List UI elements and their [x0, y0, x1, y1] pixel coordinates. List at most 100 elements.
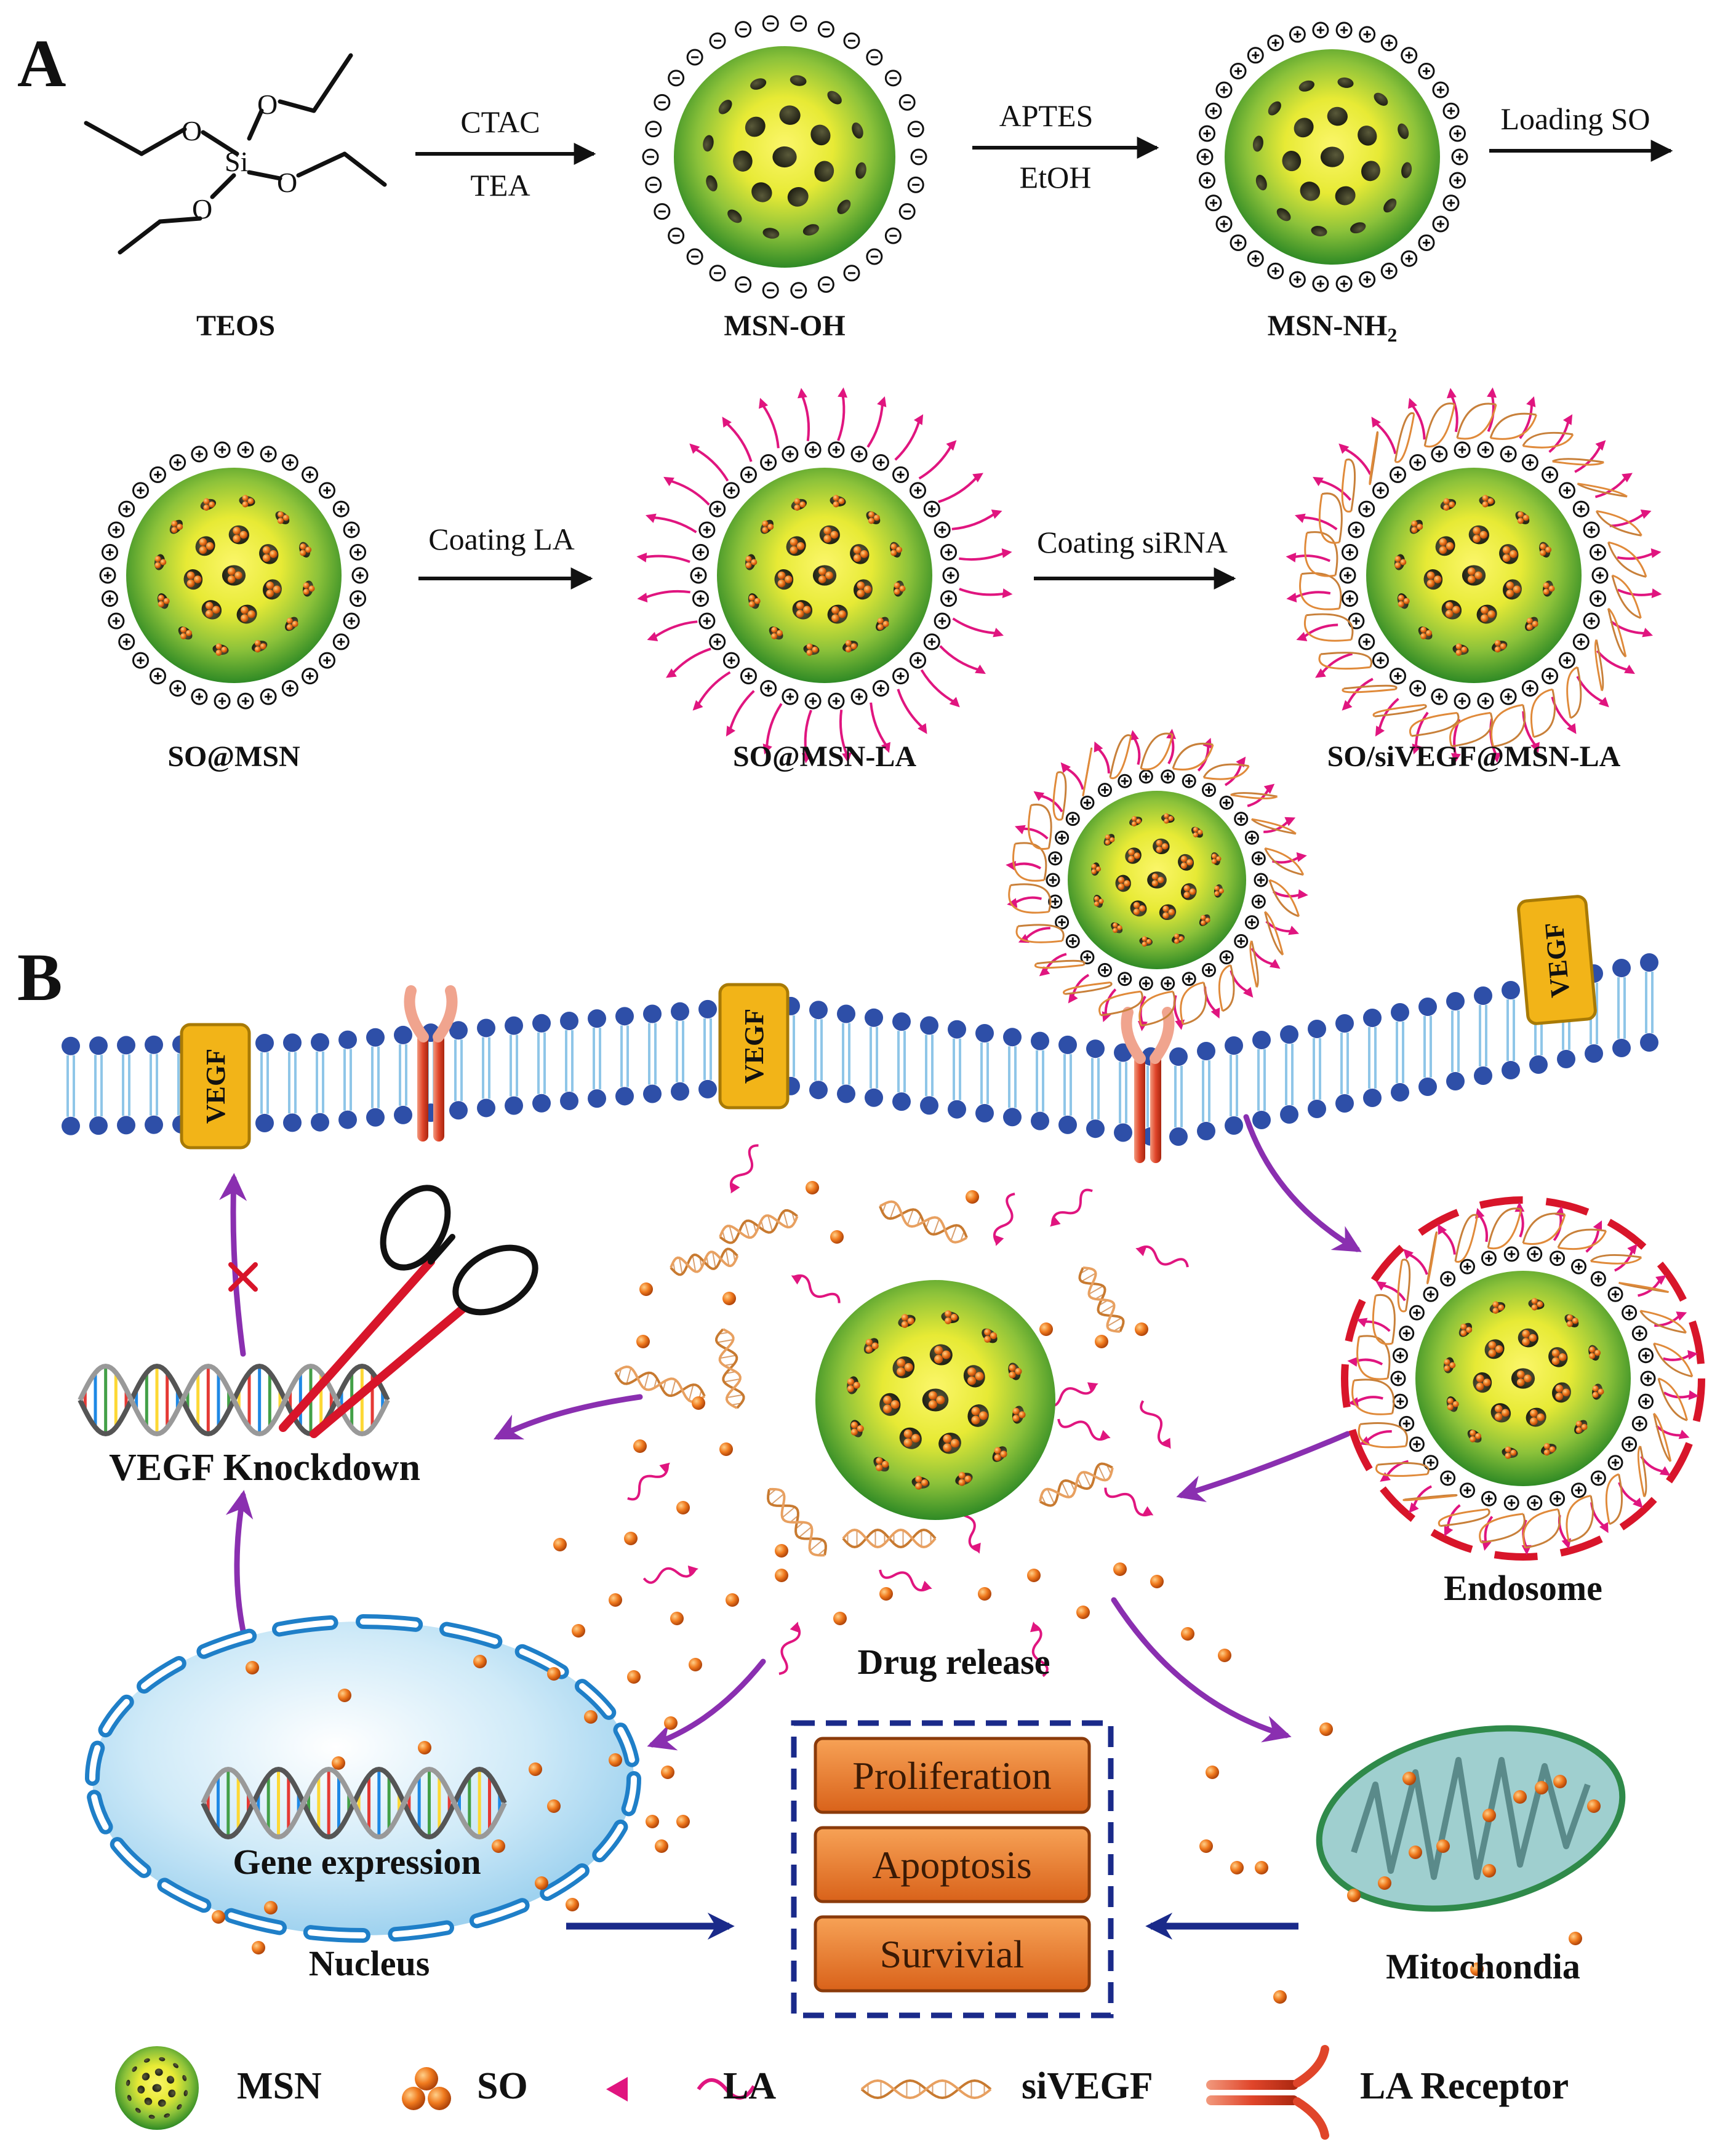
lipid-head [366, 1108, 385, 1127]
lipid-head [145, 1035, 163, 1054]
so-in-pore [292, 620, 298, 627]
la-arrowhead [949, 697, 960, 708]
receptor-stalk [1150, 1055, 1161, 1163]
so-in-pore [1117, 925, 1122, 930]
legend-sirna-strand [860, 2079, 992, 2100]
sphere-pore [779, 105, 801, 125]
so-in-pore [1156, 839, 1163, 847]
so-in-pore [266, 581, 274, 590]
legend: MSN SO LA siVEGF LA Receptor [115, 2045, 1569, 2140]
label-gene-expression: Gene expression [233, 1842, 481, 1882]
so-in-pore [1452, 606, 1460, 614]
lipid-head [1391, 1003, 1409, 1022]
released-sirna-strand [879, 1200, 968, 1244]
envelope-pore [617, 1727, 635, 1763]
sphere-pore [177, 2104, 182, 2110]
released-sirna-strand [670, 1247, 739, 1276]
so-in-pore [1183, 892, 1190, 898]
sirna-strand [1657, 1378, 1687, 1422]
so-in-pore [215, 649, 222, 656]
so-in-pore [278, 511, 284, 518]
sirna-strand [1612, 574, 1642, 618]
so-in-pore [199, 546, 207, 554]
so-in-pore [762, 520, 769, 527]
la-arrowhead [1284, 817, 1296, 826]
lipid-head [1391, 1083, 1409, 1102]
panel-a-label: A [17, 26, 66, 101]
sirna-strand [1451, 712, 1493, 748]
so-in-pore [838, 498, 845, 505]
lipid-head [1280, 1105, 1298, 1124]
so-in-pore [978, 1411, 988, 1420]
arrow-release-to-nucleus [647, 1658, 766, 1751]
sirna-rung [744, 1222, 750, 1238]
la-ligand [1655, 1425, 1683, 1437]
so-in-pore [1105, 834, 1111, 840]
particle-so-msn-la [636, 387, 1013, 764]
so-in-pore [1575, 1420, 1582, 1427]
sphere-pore [144, 2097, 153, 2105]
so-dot [775, 1569, 788, 1582]
la-head [1135, 1247, 1147, 1257]
sirna-strand [1658, 1377, 1688, 1421]
so-dot [833, 1612, 847, 1625]
sirna-strand [1264, 911, 1284, 955]
lipid-head [560, 1091, 578, 1110]
sirna-strand [1653, 1343, 1693, 1378]
so-dot [806, 1181, 819, 1194]
lipid-head [505, 1096, 523, 1115]
cell-membrane [62, 953, 1658, 1146]
so-in-pore [1555, 1384, 1564, 1393]
sirna-strand [1320, 652, 1372, 668]
la-ligand [1414, 711, 1429, 748]
lipid-head [532, 1094, 551, 1113]
outcome-label: Survivial [880, 1932, 1025, 1976]
sirna-strand [1140, 734, 1174, 770]
sphere-pore [168, 2089, 176, 2098]
particle-msn-oh [642, 15, 927, 299]
la-arrowhead [1039, 966, 1050, 977]
sirna-strand [1456, 402, 1497, 438]
so-in-pore [1162, 905, 1169, 913]
outcome-label: Proliferation [852, 1754, 1051, 1798]
la-ligand [866, 403, 884, 448]
so-in-pore [865, 1346, 873, 1353]
la-arrowhead [1526, 396, 1536, 407]
lipid-head [1031, 1031, 1049, 1050]
la-ligand [920, 669, 956, 703]
so-in-pore [994, 1454, 1001, 1462]
la-arrowhead [1567, 723, 1577, 734]
so-in-pore [890, 543, 897, 550]
sirna-strand [1590, 1257, 1642, 1265]
sirna-strand [1010, 883, 1052, 912]
so-in-pore [984, 1335, 991, 1343]
so-in-pore [799, 501, 806, 508]
sphere-pore [173, 2063, 179, 2068]
lipid-head [532, 1014, 551, 1033]
la-arrowhead [1375, 726, 1385, 737]
so-in-pore [857, 589, 865, 598]
arrow-release-to-mito [1111, 1597, 1292, 1743]
sirna-strand [1100, 991, 1143, 1017]
sphere-pore [1298, 80, 1314, 92]
sirna-strand [1110, 735, 1132, 780]
so-dot [609, 1753, 622, 1767]
so-in-pore [1214, 890, 1220, 897]
nucleus-envelope [85, 1614, 641, 1943]
sirna-strand [1522, 1214, 1566, 1245]
so-in-pore [1164, 818, 1169, 824]
so-in-pore [748, 594, 755, 601]
sirna-rung [1081, 1273, 1097, 1282]
la-arrowhead [991, 510, 1002, 519]
so-in-pore [1487, 610, 1495, 618]
sphere-pore [182, 2074, 187, 2081]
so-in-pore [882, 620, 889, 627]
lipid-head [1308, 1100, 1326, 1118]
so-dot [692, 1396, 705, 1410]
mitochondrion [1316, 1725, 1626, 1912]
label-drug-release: Drug release [858, 1642, 1050, 1682]
sirna-strand [1654, 1342, 1694, 1377]
so-in-pore [1488, 1341, 1497, 1350]
so-in-pore [1460, 1330, 1467, 1337]
so-in-pore [877, 617, 884, 624]
